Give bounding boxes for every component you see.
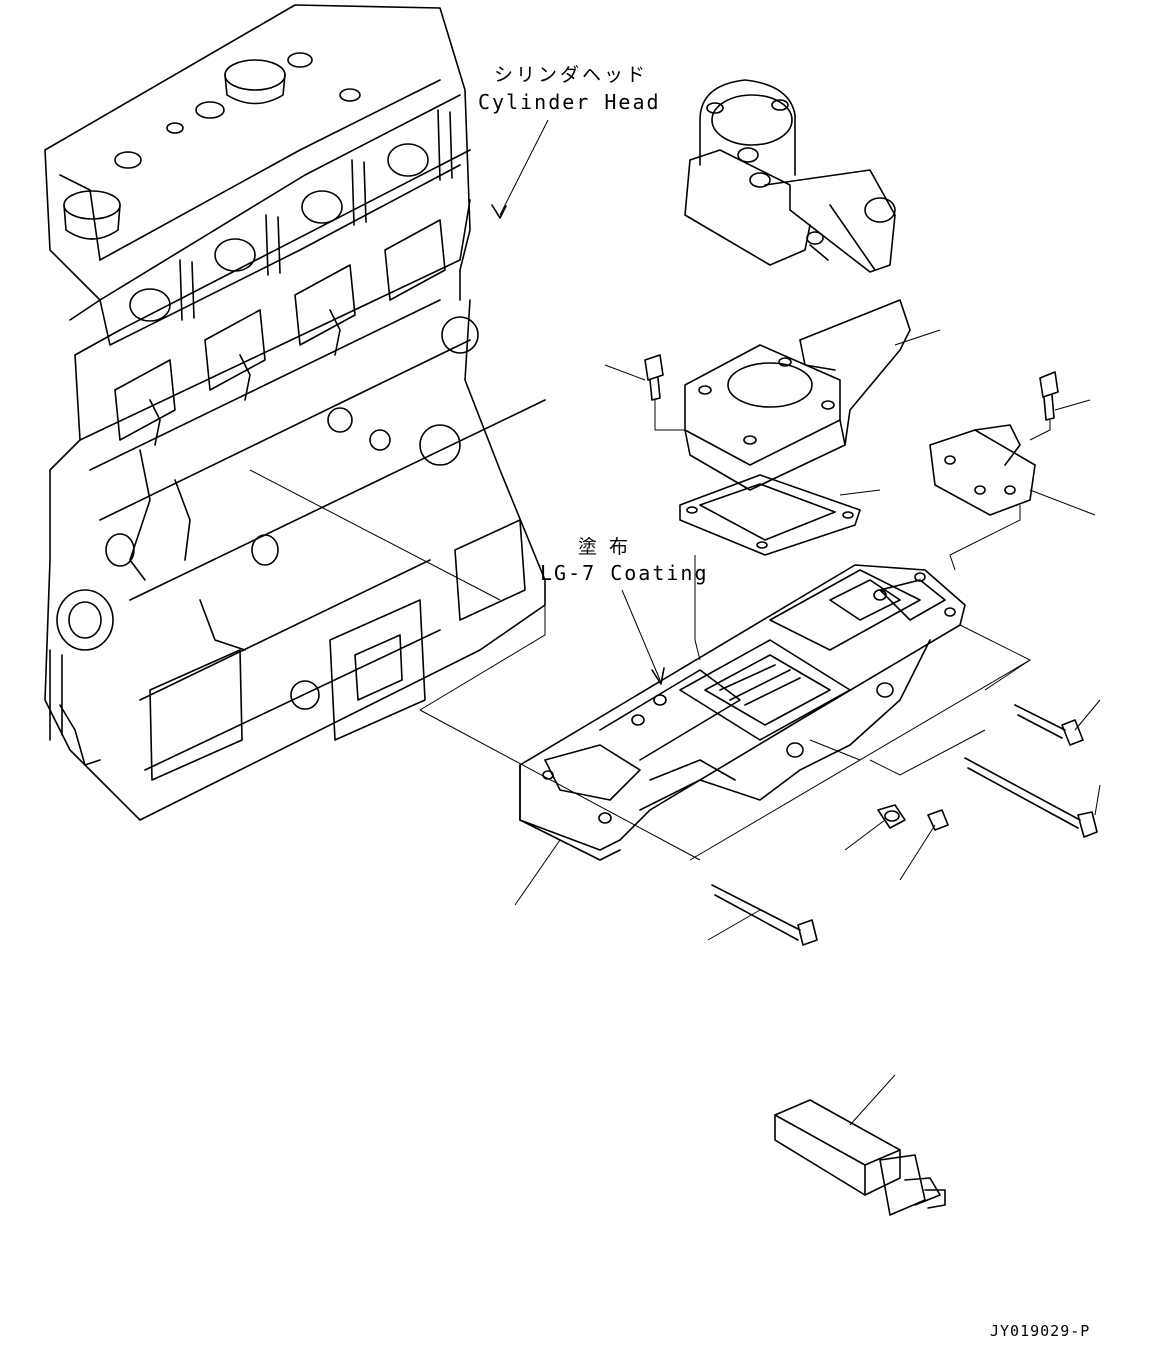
leader-lines (249, 119, 1101, 1126)
thermostat-housing-drawing (684, 79, 896, 273)
manifold-drawing (519, 564, 966, 861)
drawing-id: JY019029-P (990, 1322, 1091, 1340)
gasket-drawing (679, 474, 861, 556)
bolts-drawing (644, 354, 1098, 946)
cylinder-head-label-en: Cylinder Head (478, 90, 661, 114)
coating-label-jp: 塗 布 (578, 536, 632, 558)
bracket-drawing (929, 424, 1036, 516)
intake-adapter-drawing (684, 299, 911, 491)
engine-block-drawing (44, 4, 546, 821)
coating-label-en: LG-7 Coating (540, 561, 709, 585)
tool-drawing (774, 1099, 946, 1216)
cylinder-head-label-jp: シリンダヘッド (494, 64, 649, 86)
